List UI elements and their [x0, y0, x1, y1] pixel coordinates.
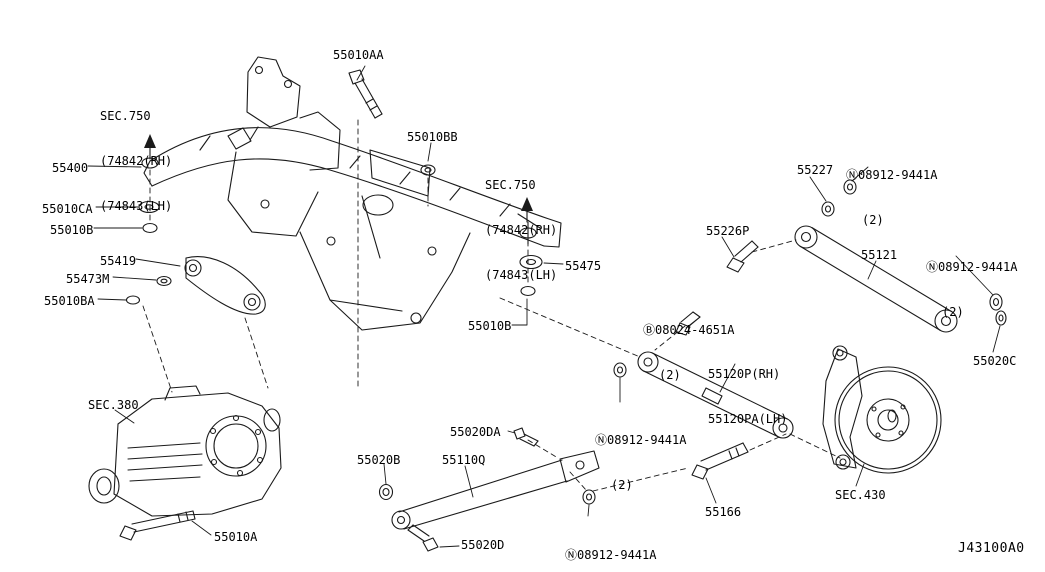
label-line: (74843(LH) — [100, 199, 173, 213]
nut-08912-top-right — [843, 179, 857, 195]
bolt-55020D-drawing — [407, 524, 439, 552]
lower-link-55120P-drawing — [637, 351, 794, 439]
label-line: Ⓝ08912-9441A — [926, 260, 1018, 274]
label-08024[interactable]: Ⓑ08024-4651A (2) — [643, 293, 734, 413]
label-55419[interactable]: 55419 — [100, 254, 137, 268]
differential-drawing — [88, 385, 282, 517]
label-qty: (2) — [862, 213, 884, 227]
label-sec430: SEC.430 — [835, 488, 886, 502]
bolt-55166-drawing — [691, 442, 749, 480]
label-line: (74842(RH) — [485, 223, 558, 237]
member-stopper-55475 — [519, 254, 543, 270]
washer-55010BB — [420, 164, 436, 176]
label-55020DA[interactable]: 55020DA — [450, 425, 501, 439]
bolt-55010A-drawing — [119, 510, 196, 541]
label-55473M[interactable]: 55473M — [66, 272, 110, 286]
label-55020D[interactable]: 55020D — [461, 538, 505, 552]
label-55010BB[interactable]: 55010BB — [407, 130, 458, 144]
label-line: (74842(RH) — [100, 154, 173, 168]
label-line: SEC.750 — [100, 109, 151, 123]
bolt-55226P-drawing — [726, 240, 759, 273]
section-arrow-left — [144, 134, 156, 160]
label-55110Q[interactable]: 55110Q — [442, 453, 486, 467]
label-55020B[interactable]: 55020B — [357, 453, 401, 467]
washer-55020B — [378, 483, 394, 501]
hub-brake-disc-drawing — [822, 345, 942, 474]
label-08912-top-right[interactable]: Ⓝ08912-9441A (2) — [846, 138, 937, 258]
label-qty: (2) — [942, 305, 964, 319]
label-qty: (2) — [659, 368, 681, 382]
label-55226P[interactable]: 55226P — [706, 224, 750, 238]
label-55120P[interactable]: 55120P(RH) 55120PA(LH) — [708, 337, 787, 457]
diagram-code: J43100A0 — [958, 541, 1025, 556]
section-arrow-center — [521, 197, 533, 223]
label-55010AA[interactable]: 55010AA — [333, 48, 384, 62]
bolt-55020DA-drawing — [513, 427, 539, 447]
label-55400[interactable]: 55400 — [52, 161, 89, 175]
nut-08912-middle — [613, 362, 627, 378]
label-sec380: SEC.380 — [88, 398, 139, 412]
label-line: 55120PA(LH) — [708, 412, 788, 426]
label-55010CA[interactable]: 55010CA — [42, 202, 93, 216]
label-55475[interactable]: 55475 — [565, 259, 602, 273]
nut-08912-right — [989, 293, 1003, 311]
label-leader-lines — [87, 65, 1001, 548]
label-08912-right[interactable]: Ⓝ08912-9441A (2) — [926, 230, 1017, 350]
label-55010B-left[interactable]: 55010B — [50, 223, 94, 237]
washer-55020C — [995, 310, 1007, 326]
label-55010BA[interactable]: 55010BA — [44, 294, 95, 308]
label-line: Ⓝ08912-9441A — [565, 548, 657, 562]
lower-arm-55110Q-drawing — [391, 450, 600, 530]
label-sec750-center: SEC.750 (74842(RH) (74843(LH) — [485, 148, 557, 313]
mount-washer-55010CA — [138, 200, 160, 214]
label-line: SEC.750 — [485, 178, 536, 192]
label-55010B-center[interactable]: 55010B — [468, 319, 512, 333]
assembly-dashed-lines — [142, 119, 841, 492]
upper-link-drawing — [125, 256, 266, 315]
mount-nut-55010B-center — [520, 285, 536, 297]
label-55010A[interactable]: 55010A — [214, 530, 258, 544]
nut-08912-bottom — [582, 489, 596, 505]
label-55020C[interactable]: 55020C — [973, 354, 1017, 368]
label-qty: (2) — [611, 478, 633, 492]
label-08912-bottom[interactable]: Ⓝ08912-9441A (2) — [565, 518, 656, 572]
radius-rod-55121-drawing — [794, 225, 958, 333]
mount-nut-55010B-left — [142, 222, 158, 234]
label-line: Ⓑ08024-4651A — [643, 323, 735, 337]
label-55227[interactable]: 55227 — [797, 163, 834, 177]
label-55166[interactable]: 55166 — [705, 505, 742, 519]
washer-55227 — [821, 201, 835, 217]
label-line: Ⓝ08912-9441A — [595, 433, 687, 447]
label-line: (74843(LH) — [485, 268, 558, 282]
label-sec750-left: SEC.750 (74842(RH) (74843(LH) — [100, 79, 172, 244]
label-line: 55120P(RH) — [708, 367, 781, 381]
label-08912-middle[interactable]: Ⓝ08912-9441A (2) — [595, 403, 686, 523]
label-line: Ⓝ08912-9441A — [846, 168, 938, 182]
label-55121[interactable]: 55121 — [861, 248, 898, 262]
bolt-55010AA-drawing — [348, 69, 383, 119]
